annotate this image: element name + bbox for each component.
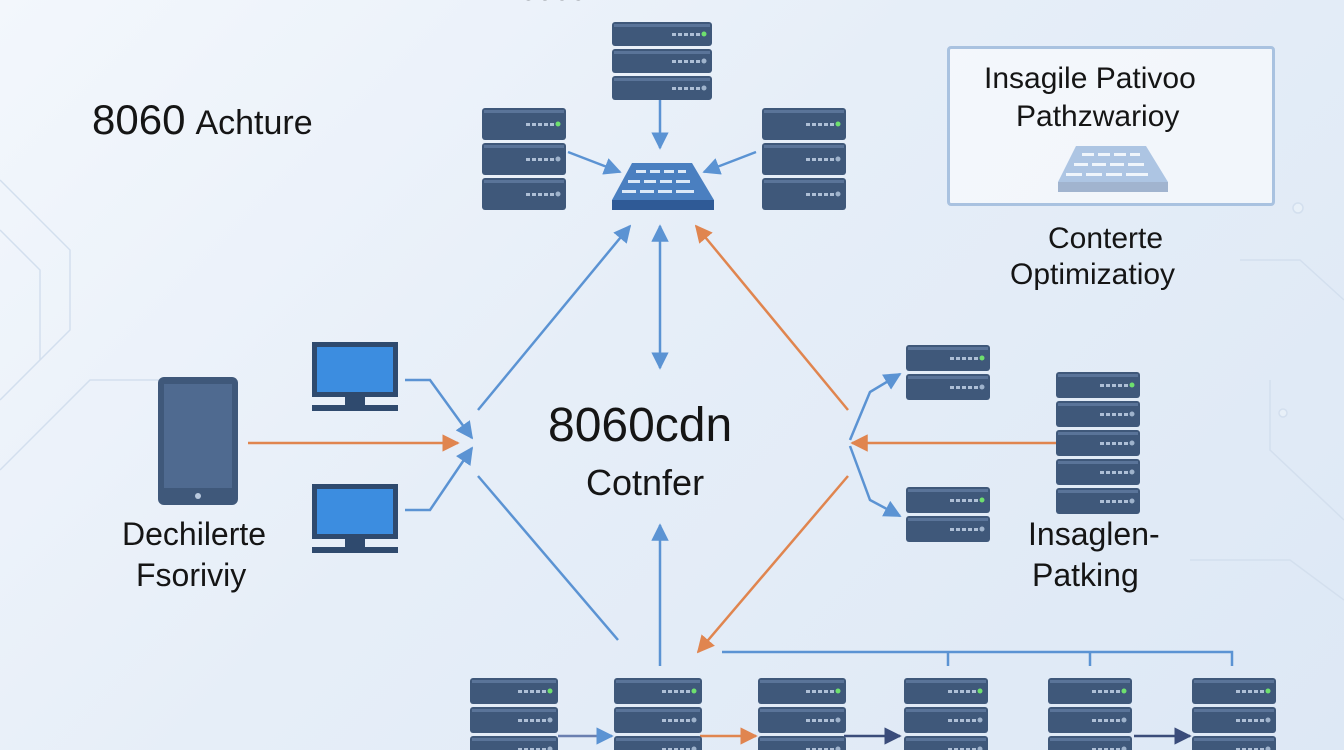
title-number: 8060 <box>92 96 186 143</box>
right-label-line2: Patking <box>1032 557 1139 593</box>
arrow-right-hub-to-server-a <box>848 372 902 441</box>
network-devices <box>470 22 1276 750</box>
server-icon <box>1056 372 1140 514</box>
center-node-subtitle: Cotnfer <box>586 462 705 503</box>
title-word: Achture <box>195 104 313 142</box>
right-label-line1: Insaglen- <box>1028 516 1160 552</box>
monitor-icon <box>312 484 398 553</box>
switch-icon <box>612 163 714 210</box>
arrow-right-hub-to-server-b <box>848 445 902 518</box>
server-icon <box>904 678 988 750</box>
cropped-top-text: 8060 ... <box>520 0 620 8</box>
connection-arrows <box>248 100 1234 745</box>
monitor-icon <box>312 342 398 411</box>
server-icon <box>906 345 990 400</box>
info-box-line2: Pathzwarioy <box>1016 100 1180 133</box>
server-icon <box>612 22 712 100</box>
server-icon <box>758 678 846 750</box>
arrow-hub-left-to-switch <box>477 224 632 411</box>
arrow-left-server-to-switch <box>567 150 622 175</box>
center-node-title: 8060cdn <box>548 399 733 452</box>
info-box-line1: Insagile Pativoo <box>984 62 1196 95</box>
server-icon <box>906 487 990 542</box>
optimization-label-line2: Optimizatioy <box>1010 258 1176 291</box>
info-box <box>947 46 1275 206</box>
tablet-icon <box>158 377 238 505</box>
background-circuit-lines <box>0 179 1344 601</box>
bottom-bus-line <box>722 650 1234 666</box>
server-icon <box>470 678 558 750</box>
left-label-line1: Dechilerte <box>122 516 267 552</box>
arrow-hub-right-to-switch <box>694 224 849 411</box>
server-icon <box>482 108 566 210</box>
arrow-hub-right-to-bottom <box>696 475 849 654</box>
server-icon <box>1192 678 1276 750</box>
optimization-label-line1: Conterte <box>1048 222 1164 255</box>
arrow-monitor2-to-hub <box>405 446 474 512</box>
left-label-line2: Fsoriviy <box>136 557 247 593</box>
server-icon <box>1048 678 1132 750</box>
arrow-monitor1-to-hub <box>405 378 474 440</box>
arrow-hub-to-bottom-left <box>477 475 619 641</box>
arrow-right-server-to-switch <box>702 150 757 175</box>
server-icon <box>762 108 846 210</box>
server-icon <box>614 678 702 750</box>
